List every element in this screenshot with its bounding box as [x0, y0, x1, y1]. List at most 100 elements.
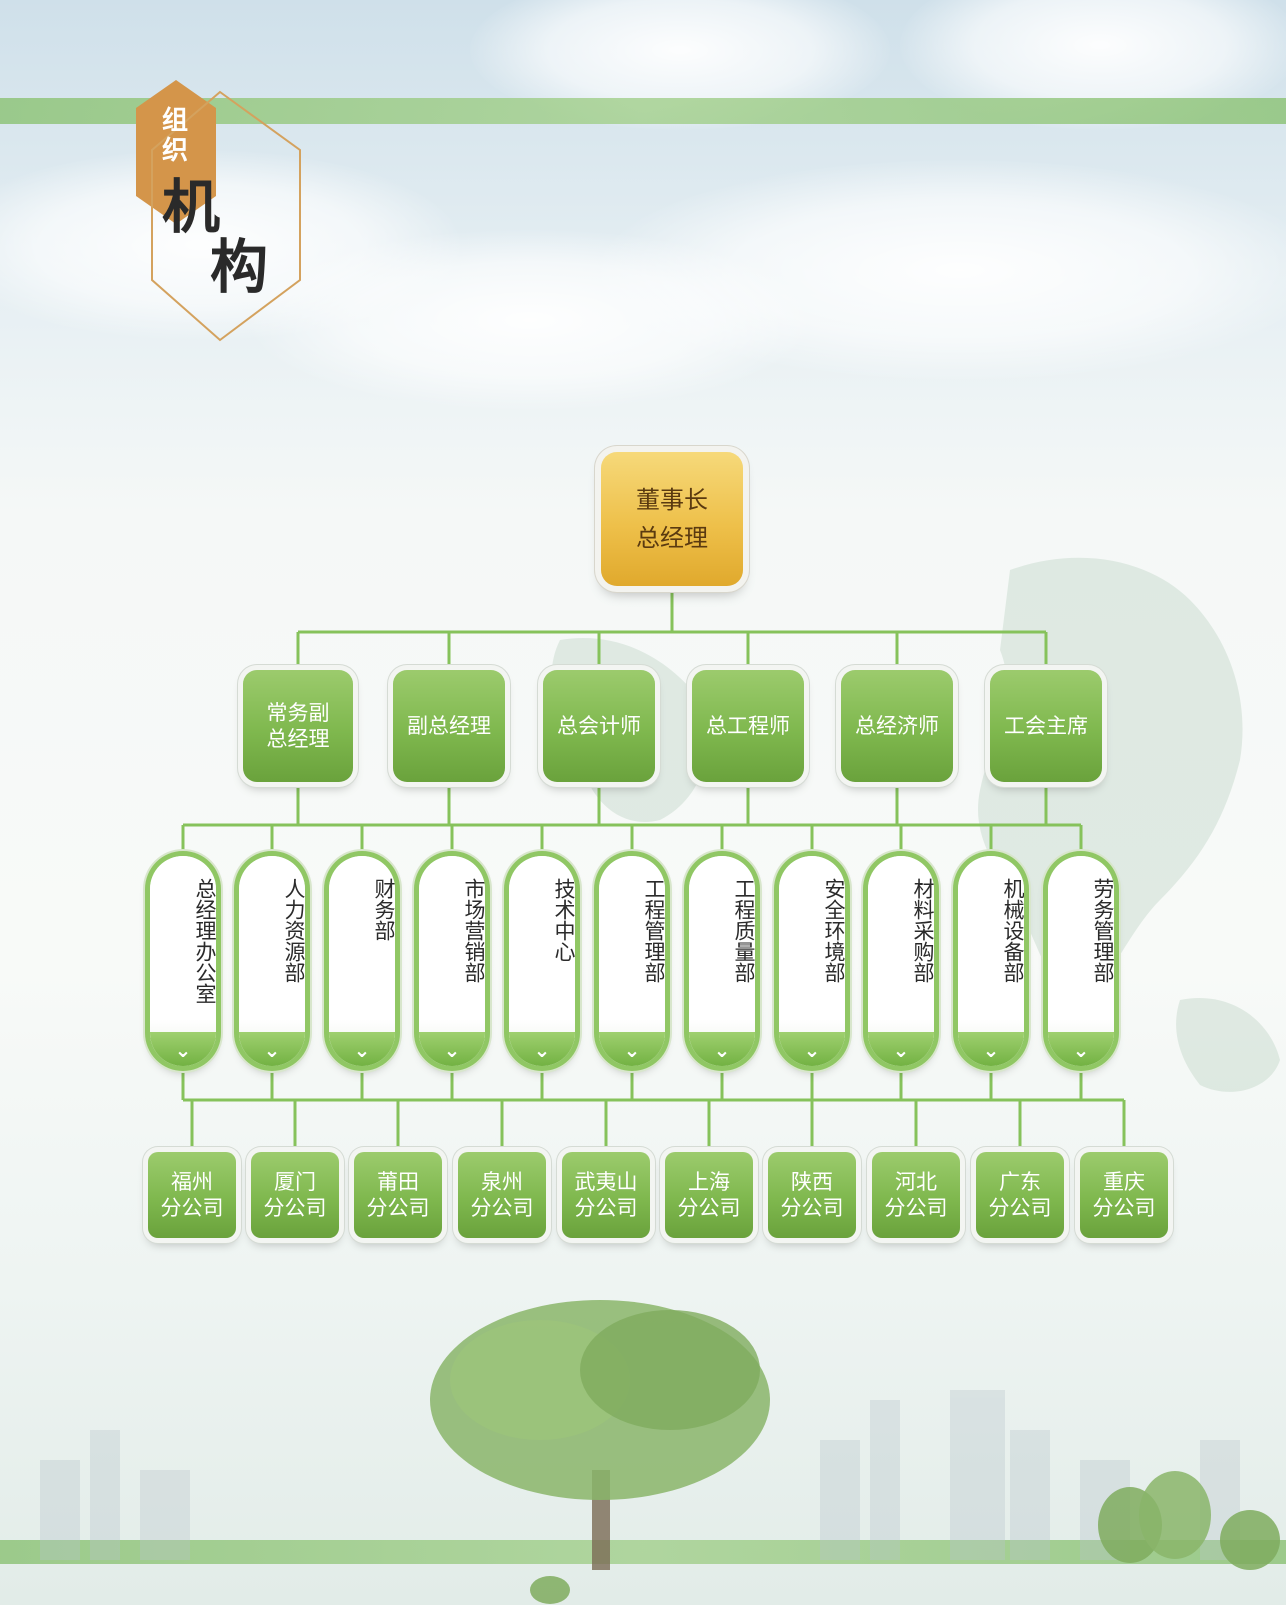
- dept-pill-project-mgmt[interactable]: 工程管理部 ⌄: [599, 856, 665, 1066]
- chevron-down-icon[interactable]: ⌄: [533, 1038, 551, 1062]
- branch-wuyishan[interactable]: 武夷山分公司: [562, 1152, 650, 1238]
- branch-chongqing[interactable]: 重庆分公司: [1080, 1152, 1168, 1238]
- dept-pill-finance[interactable]: 财务部 ⌄: [329, 856, 395, 1066]
- branch-line: 分公司: [780, 1196, 844, 1220]
- dept-label: 劳务管理部: [1091, 878, 1114, 983]
- chevron-down-icon[interactable]: ⌄: [892, 1038, 910, 1062]
- title-hexagon-outline: [151, 90, 301, 342]
- dept-label: 总经理办公室: [193, 878, 216, 1004]
- node-chairman[interactable]: 董事长 总经理: [601, 452, 743, 586]
- pill-bottom: [958, 1032, 1024, 1066]
- node-deputy-gm[interactable]: 副总经理: [393, 670, 505, 782]
- dept-pill-marketing[interactable]: 市场营销部 ⌄: [419, 856, 485, 1066]
- title-small-char-2: 织: [162, 136, 189, 166]
- chevron-down-icon[interactable]: ⌄: [803, 1038, 821, 1062]
- branch-putian[interactable]: 莆田分公司: [354, 1152, 442, 1238]
- branch-line: 上海: [688, 1169, 730, 1194]
- dept-label: 财务部: [372, 878, 395, 941]
- pill-bottom: [150, 1032, 216, 1066]
- branch-line: 重庆: [1103, 1169, 1145, 1194]
- chevron-down-icon[interactable]: ⌄: [174, 1038, 192, 1062]
- pill-bottom: [419, 1032, 485, 1066]
- branch-guangdong[interactable]: 广东分公司: [976, 1152, 1064, 1238]
- branch-line: 分公司: [160, 1196, 224, 1220]
- branch-line: 分公司: [884, 1196, 948, 1220]
- title-large-char-1: 机: [162, 173, 221, 241]
- title-large-char-2: 构: [210, 233, 269, 301]
- branch-xiamen[interactable]: 厦门分公司: [251, 1152, 339, 1238]
- dept-pill-equipment[interactable]: 机械设备部 ⌄: [958, 856, 1024, 1066]
- chevron-down-icon[interactable]: ⌄: [263, 1038, 281, 1062]
- node-chairman-line-2: 总经理: [636, 524, 708, 552]
- branch-line: 陕西: [791, 1169, 833, 1194]
- dept-label: 机械设备部: [1001, 878, 1024, 983]
- branch-line: 武夷山: [574, 1169, 638, 1194]
- node-label-line: 总工程师: [706, 713, 790, 738]
- dept-label: 人力资源部: [282, 878, 305, 983]
- dept-label: 材料采购部: [911, 878, 934, 983]
- chevron-down-icon[interactable]: ⌄: [1072, 1038, 1090, 1062]
- chevron-down-icon[interactable]: ⌄: [713, 1038, 731, 1062]
- dept-pill-tech-center[interactable]: 技术中心 ⌄: [509, 856, 575, 1066]
- branch-quanzhou[interactable]: 泉州分公司: [458, 1152, 546, 1238]
- dept-pill-quality[interactable]: 工程质量部 ⌄: [689, 856, 755, 1066]
- dept-pill-gm-office[interactable]: 总经理办公室 ⌄: [150, 856, 216, 1066]
- dept-pill-hr[interactable]: 人力资源部 ⌄: [239, 856, 305, 1066]
- branch-line: 分公司: [988, 1196, 1052, 1220]
- dept-pill-procurement[interactable]: 材料采购部 ⌄: [868, 856, 934, 1066]
- dept-label: 技术中心: [552, 878, 575, 962]
- branch-line: 分公司: [470, 1196, 534, 1220]
- cloud: [250, 230, 810, 410]
- node-chief-accountant[interactable]: 总会计师: [543, 670, 655, 782]
- node-label-line: 总会计师: [557, 713, 641, 738]
- dept-pill-labor[interactable]: 劳务管理部 ⌄: [1048, 856, 1114, 1066]
- branch-shaanxi[interactable]: 陕西分公司: [768, 1152, 856, 1238]
- node-executive-vp[interactable]: 常务副总经理: [243, 670, 353, 782]
- branch-line: 分公司: [1092, 1196, 1156, 1220]
- bottom-green-band: [0, 1540, 1286, 1564]
- branch-hebei[interactable]: 河北分公司: [872, 1152, 960, 1238]
- pill-bottom: [329, 1032, 395, 1066]
- node-chief-economist[interactable]: 总经济师: [841, 670, 953, 782]
- dept-label: 工程管理部: [642, 878, 665, 983]
- pill-bottom: [509, 1032, 575, 1066]
- branch-shanghai[interactable]: 上海分公司: [665, 1152, 753, 1238]
- node-chairman-line-1: 董事长: [636, 485, 708, 514]
- branch-line: 分公司: [574, 1196, 638, 1220]
- chevron-down-icon[interactable]: ⌄: [623, 1038, 641, 1062]
- dept-label: 工程质量部: [732, 878, 755, 983]
- branch-line: 福州: [171, 1169, 213, 1194]
- pill-bottom: [689, 1032, 755, 1066]
- branch-line: 泉州: [481, 1169, 523, 1194]
- branch-fuzhou[interactable]: 福州分公司: [148, 1152, 236, 1238]
- pill-bottom: [868, 1032, 934, 1066]
- chevron-down-icon[interactable]: ⌄: [353, 1038, 371, 1062]
- node-label-line: 常务副: [266, 700, 330, 725]
- node-label-line: 总经理: [266, 727, 330, 751]
- node-union-chairman[interactable]: 工会主席: [990, 670, 1102, 782]
- branch-line: 河北: [895, 1169, 937, 1194]
- pill-bottom: [779, 1032, 845, 1066]
- branch-line: 分公司: [263, 1196, 327, 1220]
- dept-pill-safety-env[interactable]: 安全环境部 ⌄: [779, 856, 845, 1066]
- title-small-char-1: 组: [162, 106, 189, 136]
- pill-bottom: [1048, 1032, 1114, 1066]
- dept-label: 安全环境部: [822, 878, 845, 983]
- pill-bottom: [239, 1032, 305, 1066]
- chevron-down-icon[interactable]: ⌄: [443, 1038, 461, 1062]
- branch-line: 厦门: [274, 1169, 316, 1194]
- branch-line: 分公司: [677, 1196, 741, 1220]
- node-label-line: 副总经理: [407, 713, 491, 738]
- branch-line: 分公司: [366, 1196, 430, 1220]
- node-chief-engineer[interactable]: 总工程师: [692, 670, 804, 782]
- chevron-down-icon[interactable]: ⌄: [982, 1038, 1000, 1062]
- node-label-line: 工会主席: [1004, 713, 1088, 738]
- node-label-line: 总经济师: [855, 713, 939, 738]
- dept-label: 市场营销部: [462, 878, 485, 983]
- pill-bottom: [599, 1032, 665, 1066]
- branch-line: 广东: [999, 1169, 1041, 1194]
